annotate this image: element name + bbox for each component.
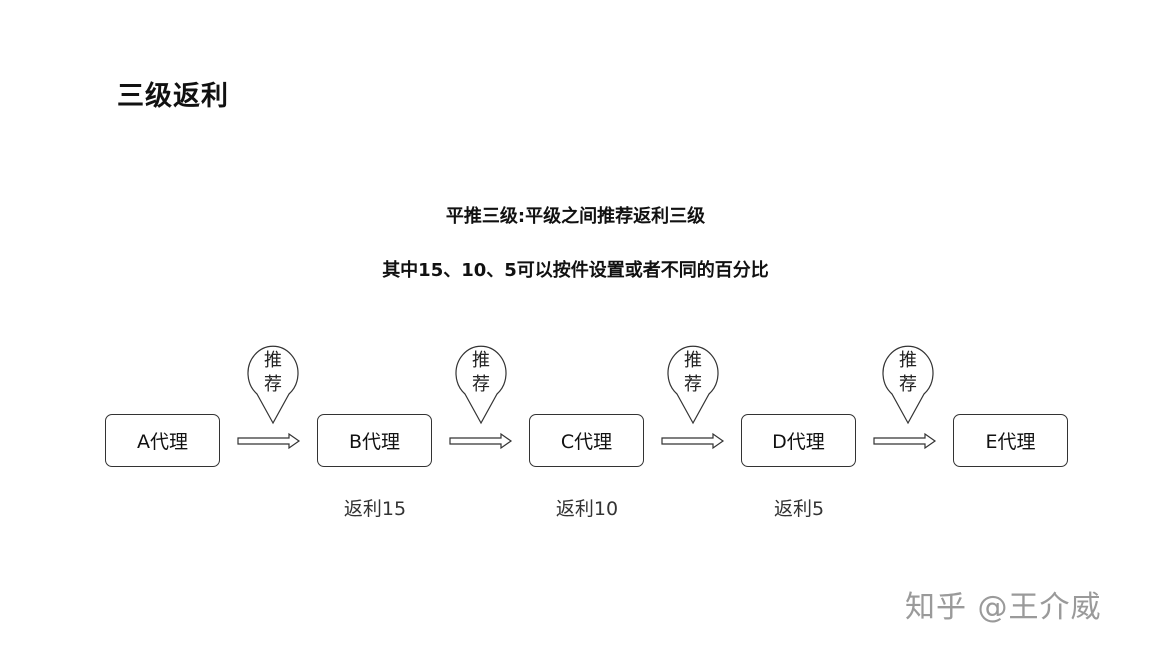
recommend-pin: 推 荐	[247, 344, 299, 426]
arrow-right-icon	[873, 432, 937, 450]
location-pin-icon	[882, 345, 934, 425]
rebate-label-d: 返利5	[773, 498, 825, 520]
rebate-label-b: 返利15	[343, 498, 407, 520]
location-pin-icon	[667, 345, 719, 425]
page-title: 三级返利	[117, 81, 229, 112]
subtitle-note: 其中15、10、5可以按件设置或者不同的百分比	[382, 260, 769, 281]
agent-box-c: C代理	[529, 414, 644, 467]
agent-label: D代理	[772, 431, 825, 453]
pin-label: 荐	[472, 374, 490, 395]
arrow-right-icon	[449, 432, 513, 450]
agent-box-e: E代理	[953, 414, 1068, 467]
agent-label: B代理	[348, 431, 401, 453]
location-pin-icon	[455, 345, 507, 425]
pin-label: 推	[684, 350, 702, 371]
arrow-right-icon	[237, 432, 301, 450]
agent-label: C代理	[560, 431, 613, 453]
pin-label: 荐	[264, 374, 282, 395]
pin-label: 推	[472, 350, 490, 371]
recommend-pin: 推 荐	[882, 344, 934, 426]
recommend-pin: 推 荐	[667, 344, 719, 426]
agent-box-a: A代理	[105, 414, 220, 467]
pin-label: 荐	[899, 374, 917, 395]
subtitle-rule: 平推三级:平级之间推荐返利三级	[445, 206, 706, 227]
agent-label: E代理	[985, 431, 1036, 453]
pin-label: 推	[899, 350, 917, 371]
agent-box-b: B代理	[317, 414, 432, 467]
pin-label: 推	[264, 350, 282, 371]
pin-label: 荐	[684, 374, 702, 395]
rebate-label-c: 返利10	[555, 498, 619, 520]
agent-box-d: D代理	[741, 414, 856, 467]
agent-label: A代理	[137, 431, 188, 453]
location-pin-icon	[247, 345, 299, 425]
arrow-right-icon	[661, 432, 725, 450]
recommend-pin: 推 荐	[455, 344, 507, 426]
watermark: 知乎 @王介威	[905, 590, 1102, 625]
